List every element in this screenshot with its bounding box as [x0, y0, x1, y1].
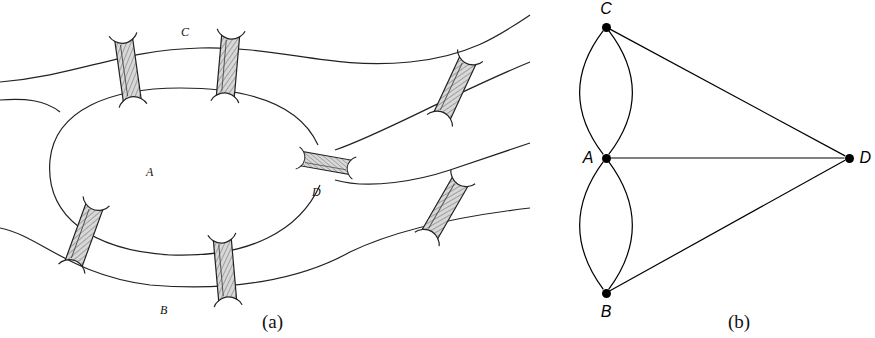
caption-label: (a)	[262, 312, 283, 331]
vertex-label: A	[583, 150, 594, 166]
graph-vertex: B	[602, 289, 611, 298]
graph-edge	[610, 160, 845, 291]
graph-edge	[610, 29, 845, 156]
bridges	[59, 29, 483, 307]
graph-edge	[609, 31, 633, 155]
graph-edge	[580, 31, 604, 155]
graph-edge	[609, 162, 633, 290]
vertex-label: C	[600, 1, 612, 17]
graph-vertex: C	[602, 23, 611, 32]
region-label: B	[160, 304, 167, 316]
vertex-label: B	[601, 304, 612, 320]
caption-label: (b)	[728, 312, 750, 331]
graph-vertex: A	[602, 154, 611, 163]
region-label: C	[181, 26, 189, 38]
graph-vertex: D	[845, 154, 854, 163]
river-banks	[0, 15, 530, 287]
graph-edge	[611, 157, 845, 158]
vertex-label: D	[860, 150, 872, 166]
region-label: A	[146, 166, 153, 178]
region-label: D	[312, 186, 321, 198]
graph-edge	[580, 162, 604, 290]
